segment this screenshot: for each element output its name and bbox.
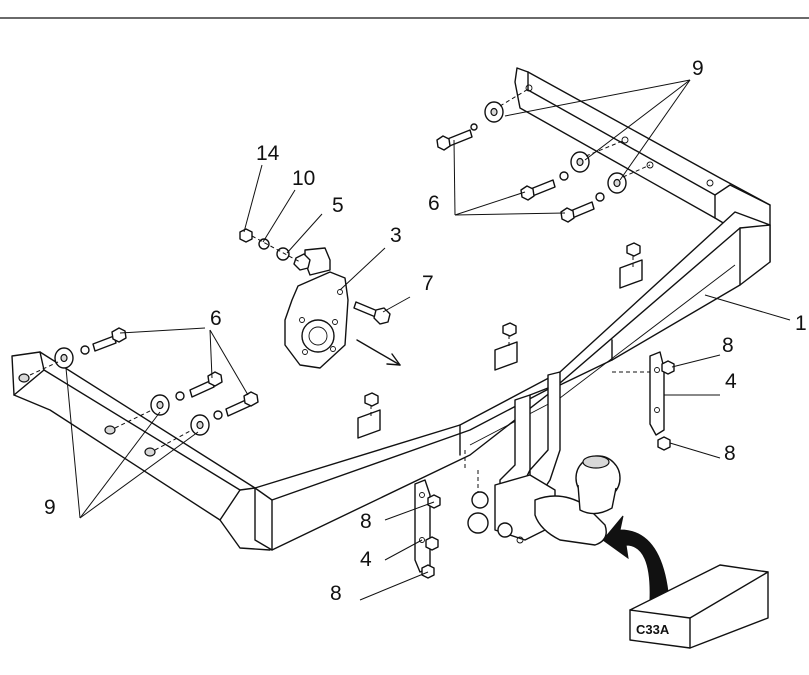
label-10: 10 [292,167,315,190]
leader-lines [65,79,791,601]
label-4-right: 4 [725,370,737,393]
label-8-left-bottom: 8 [330,582,342,605]
part-box: C33A [629,564,769,649]
beam-mounting-tabs [357,242,643,439]
label-1: 1 [795,312,807,335]
part-labels: 1 3 4 4 5 6 6 7 8 8 8 8 9 9 10 14 [44,57,807,605]
label-8-right-bottom: 8 [724,442,736,465]
label-5: 5 [332,194,344,217]
label-7: 7 [422,272,434,295]
socket-plate [239,228,401,369]
hitch-neck [464,371,621,546]
label-9-left: 9 [44,496,56,519]
label-9-right: 9 [692,57,704,80]
label-8-left-top: 8 [360,510,372,533]
bolt-set-right [436,87,651,223]
label-4-left: 4 [360,548,372,571]
box-code: C33A [636,622,670,637]
label-3: 3 [390,224,402,247]
strap-right [612,351,675,451]
label-8-right-top: 8 [722,334,734,357]
strap-left [414,479,441,579]
bolt-set-left [29,327,259,451]
curved-arrow [602,515,669,601]
label-6-right: 6 [428,192,440,215]
left-side-bracket [11,351,271,551]
label-6-left: 6 [210,307,222,330]
label-14: 14 [256,142,280,165]
